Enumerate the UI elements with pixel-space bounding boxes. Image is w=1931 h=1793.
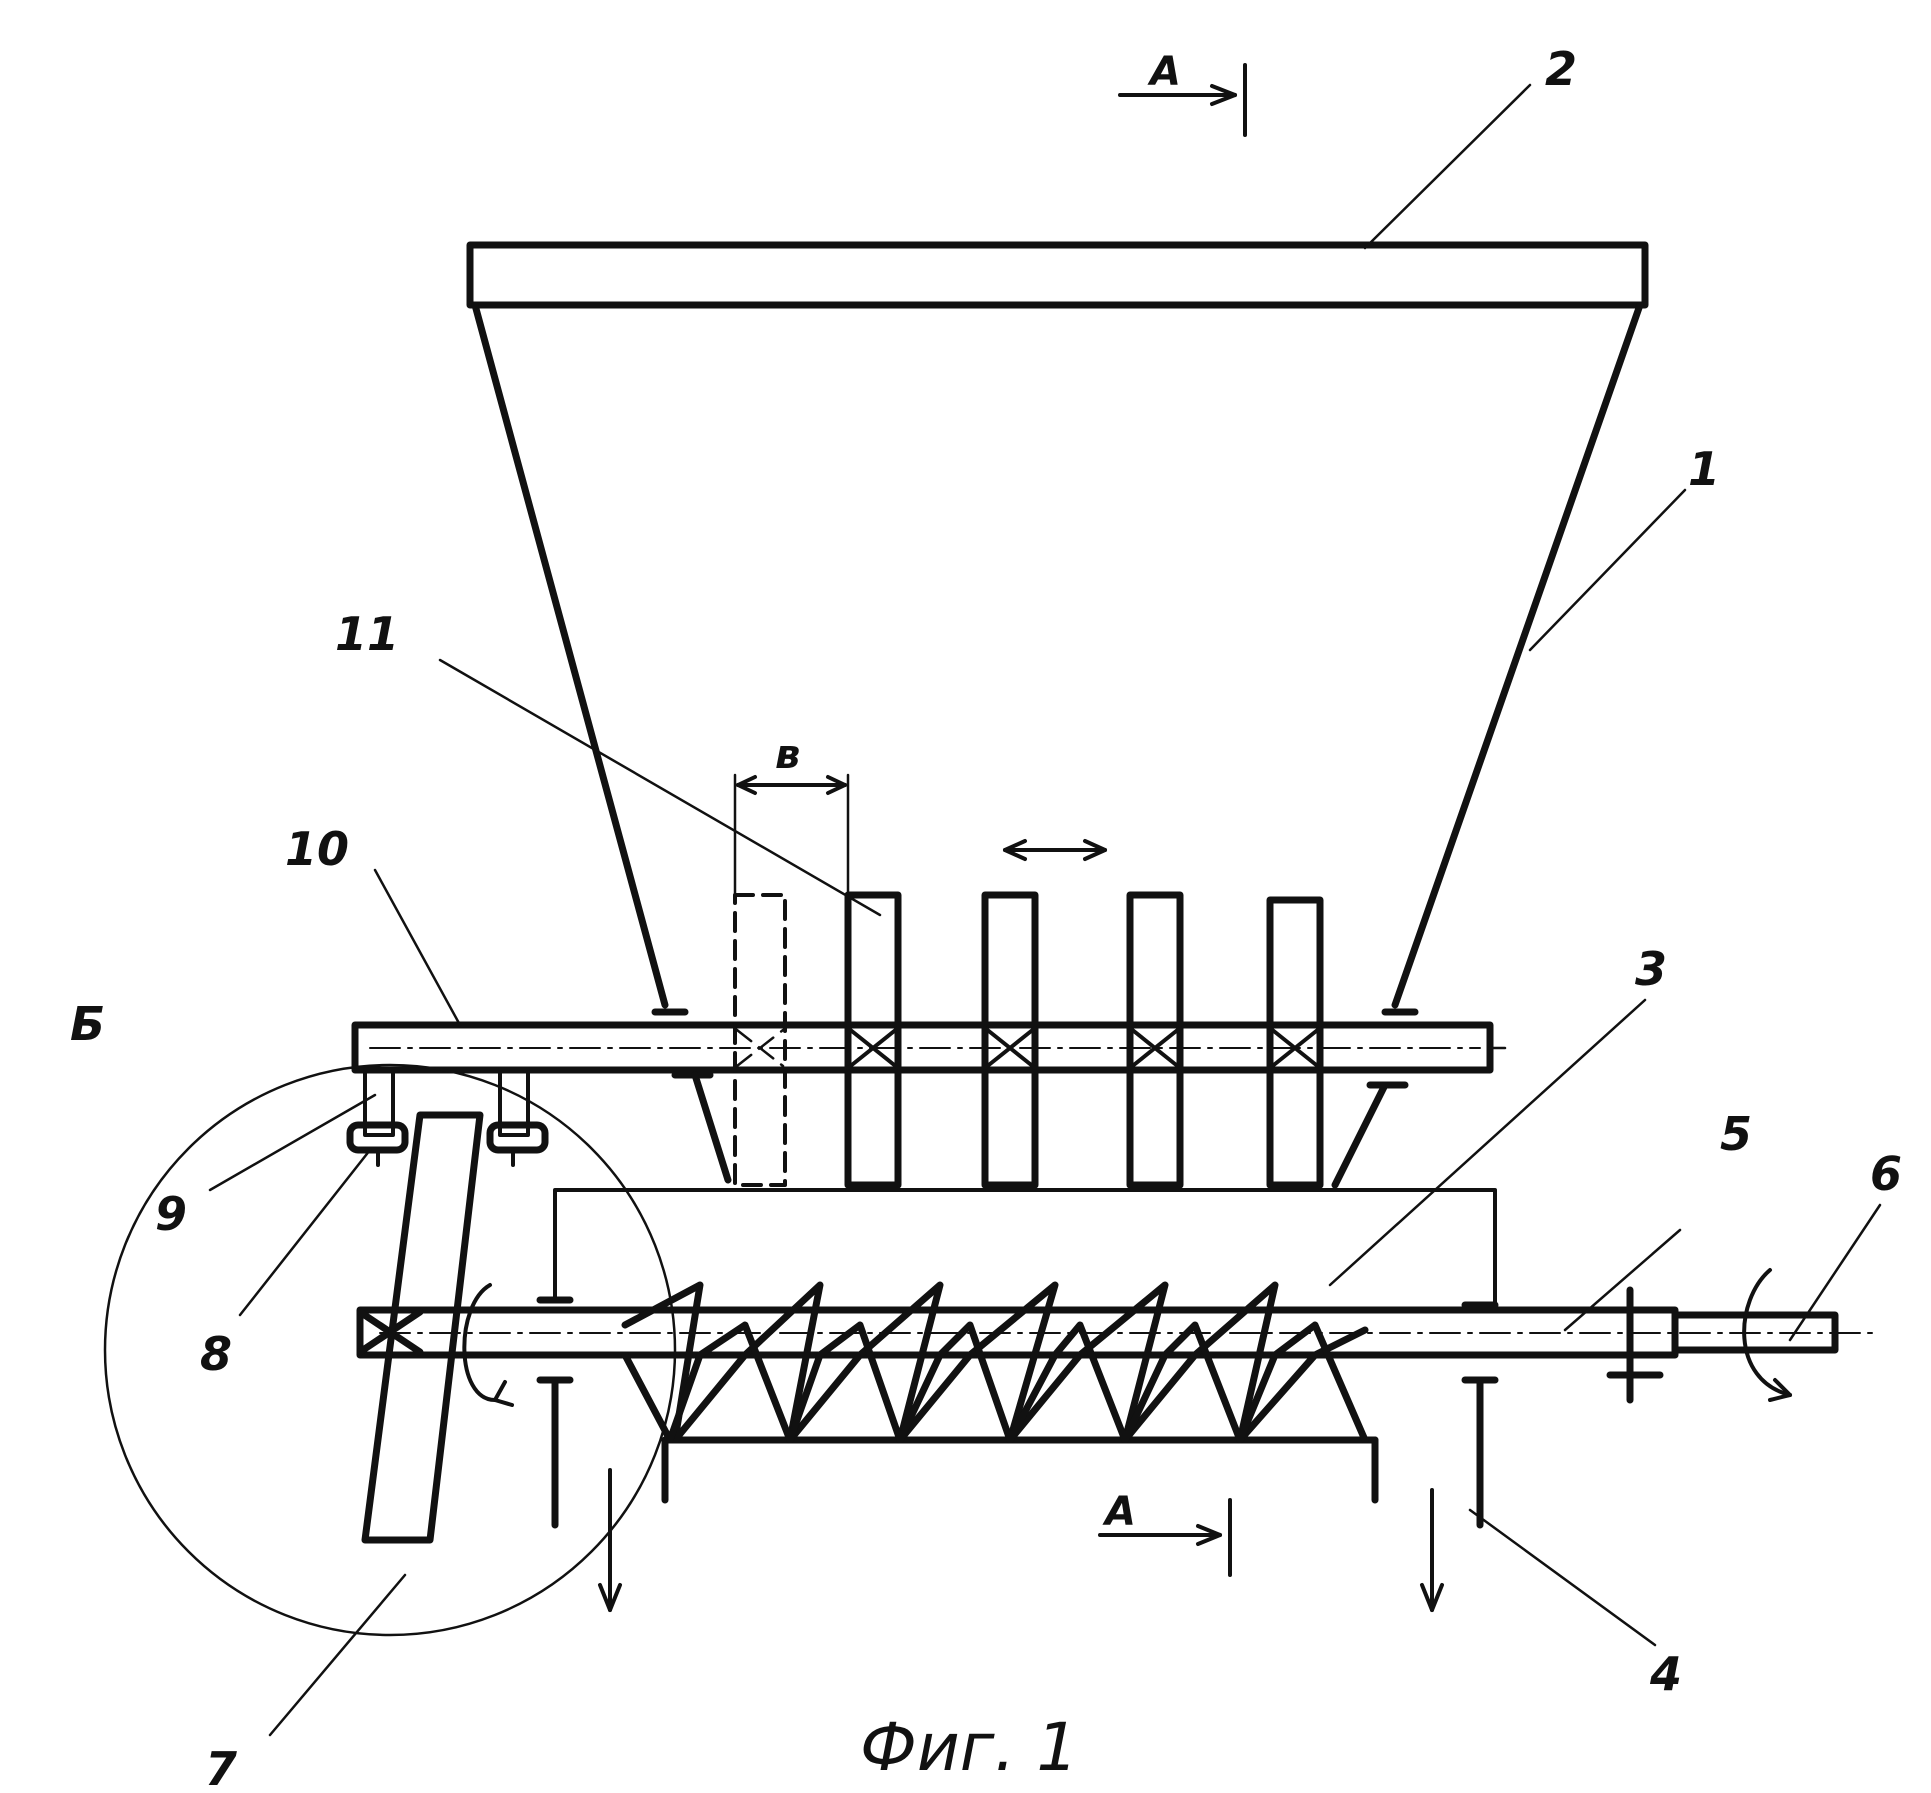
label-10: 10 (285, 822, 349, 876)
detail-label: Б (70, 997, 105, 1051)
label-2: 2 (1545, 42, 1577, 96)
label-9: 9 (155, 1187, 187, 1241)
hopper-rim (470, 245, 1645, 305)
label-11: 11 (335, 607, 399, 661)
leader-10 (375, 870, 460, 1025)
agitator-blade (848, 895, 898, 1185)
leader-5 (1565, 1230, 1680, 1330)
label-6: 6 (1870, 1147, 1902, 1201)
leader-4 (1470, 1510, 1655, 1645)
blade-dashed-position (735, 895, 785, 1185)
hopper-left-wall (475, 305, 665, 1005)
label-1: 1 (1688, 442, 1720, 496)
label-7: 7 (205, 1742, 237, 1793)
leader-2 (1365, 85, 1530, 248)
auger-shaft (360, 1270, 1880, 1400)
label-8: 8 (200, 1327, 232, 1381)
agitator-blade (1270, 900, 1320, 1185)
hopper (470, 245, 1645, 1012)
agitator-blade (985, 895, 1035, 1185)
dimension-label: в (775, 732, 800, 778)
rocker-mechanism (350, 1070, 545, 1540)
leader-11 (440, 660, 880, 915)
leader-8 (240, 1150, 370, 1315)
section-label-bottom: А (1102, 1489, 1136, 1535)
nut-left (350, 1125, 405, 1150)
leader-7 (270, 1575, 405, 1735)
label-5: 5 (1720, 1107, 1752, 1161)
flow-arrows (600, 1470, 1442, 1610)
label-4: 4 (1649, 1647, 1682, 1701)
section-label-top: А (1147, 49, 1181, 95)
leader-1 (1530, 490, 1685, 650)
dimension-v (735, 775, 848, 895)
auger-housing-bottom (665, 1440, 1375, 1460)
figure-caption: Фиг. 1 (860, 1709, 1078, 1786)
reciprocation-arrow (1005, 841, 1105, 859)
hopper-right-wall (1395, 305, 1640, 1005)
label-3: 3 (1635, 942, 1667, 996)
agitator-blade (1130, 895, 1180, 1185)
agitator-blades (735, 895, 1320, 1185)
